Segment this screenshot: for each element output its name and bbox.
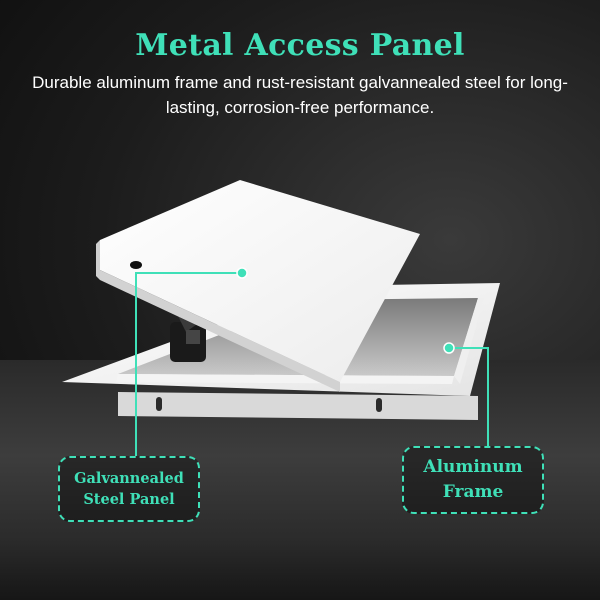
panel-edge bbox=[100, 270, 340, 392]
panel-lock-hole bbox=[130, 261, 142, 269]
frame-body bbox=[118, 392, 478, 420]
page-subtitle: Durable aluminum frame and rust-resistan… bbox=[32, 73, 568, 117]
frame-slot-left bbox=[156, 397, 162, 411]
aluminum-frame-callout: Aluminum Frame bbox=[402, 446, 544, 514]
frame-slot-right bbox=[376, 398, 382, 412]
frame-marker-dot bbox=[443, 342, 455, 354]
steel-panel-marker-dot bbox=[236, 267, 248, 279]
galvannealed-steel-panel bbox=[100, 180, 420, 382]
page-title: Metal Access Panel bbox=[135, 28, 465, 63]
frame-leader-line bbox=[452, 347, 489, 446]
steel-panel-callout: Galvannealed Steel Panel bbox=[58, 456, 200, 522]
steel-panel-leader-line bbox=[135, 272, 240, 456]
